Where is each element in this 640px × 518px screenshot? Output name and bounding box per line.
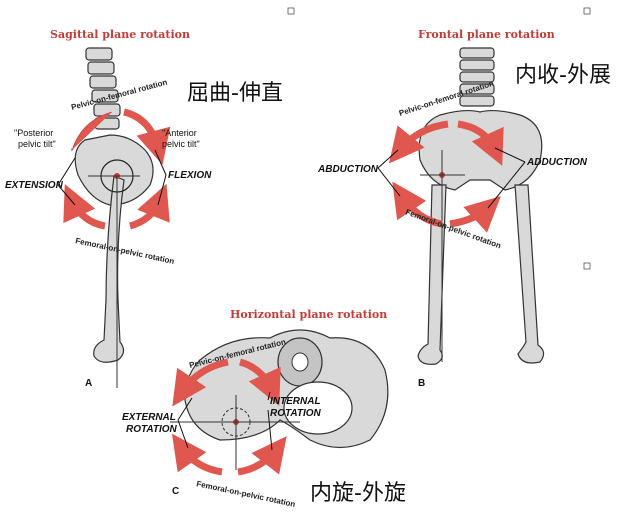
frontal-panel: Frontal plane rotation Pelvic-on-femoral…	[317, 28, 611, 389]
sagittal-femoral-on-pelvic-label: Femoral-on-pelvic rotation	[75, 236, 176, 266]
horizontal-lower-left-arrow	[171, 433, 223, 476]
abduction-label: ABDUCTION	[317, 164, 379, 175]
external-rotation-line1: EXTERNAL	[122, 412, 176, 423]
horizontal-femoral-on-pelvic-label: Femoral-on-pelvic rotation	[196, 479, 297, 509]
frontal-upper-right-arrow	[457, 120, 504, 166]
posterior-tilt-line2: pelvic tilt"	[18, 139, 56, 149]
horizontal-panel: Horizontal plane rotation Pelvic-on-femo…	[122, 308, 406, 509]
horizontal-lower-right-arrow	[237, 436, 287, 476]
internal-rotation-line2: ROTATION	[270, 408, 322, 419]
horizontal-pelvic-inlet	[283, 381, 353, 435]
sagittal-lower-left-arrow	[63, 184, 106, 230]
frontal-lower-right-arrow	[449, 196, 501, 233]
sagittal-upper-left-arrow	[71, 111, 113, 152]
placeholder-square	[583, 262, 591, 270]
sagittal-spine	[85, 47, 121, 130]
horizontal-chinese-label: 内旋-外旋	[310, 481, 406, 506]
sagittal-upper-right-arrow	[123, 108, 171, 165]
frontal-title: Frontal plane rotation	[418, 28, 555, 41]
placeholder-square	[583, 7, 591, 15]
frontal-chinese-label: 内收-外展	[515, 63, 611, 88]
frontal-spine	[459, 47, 495, 107]
anterior-tilt-line2: pelvic tilt"	[162, 139, 200, 149]
extension-label: EXTENSION	[5, 180, 64, 191]
external-rotation-line2: ROTATION	[126, 424, 178, 435]
sagittal-title: Sagittal plane rotation	[50, 28, 190, 41]
frontal-femoral-on-pelvic-label: Femoral-on-pelvic rotation	[404, 207, 502, 250]
sagittal-chinese-label: 屈曲-伸直	[187, 81, 283, 106]
horizontal-upper-left-arrow	[172, 358, 229, 407]
anterior-tilt-line1: "Anterior	[162, 128, 197, 138]
panel-letter-b: B	[418, 378, 425, 389]
frontal-upper-left-arrow	[388, 120, 449, 164]
placeholder-square	[287, 7, 295, 15]
sagittal-lower-right-arrow	[128, 183, 170, 230]
horizontal-upper-right-arrow	[238, 358, 281, 406]
panel-letter-a: A	[85, 378, 92, 389]
sagittal-panel: Sagittal plane rotation Pelvic-on-femora…	[5, 28, 283, 389]
panel-letter-c: C	[172, 486, 179, 497]
posterior-tilt-line1: "Posterior	[14, 128, 53, 138]
horizontal-title: Horizontal plane rotation	[230, 308, 387, 321]
frontal-right-femur	[514, 184, 545, 364]
internal-rotation-line1: INTERNAL	[270, 396, 321, 407]
sagittal-femur	[93, 175, 125, 363]
frontal-lower-left-arrow	[392, 181, 443, 228]
flexion-label: FLEXION	[168, 170, 212, 181]
adduction-label: ADDUCTION	[526, 157, 588, 168]
